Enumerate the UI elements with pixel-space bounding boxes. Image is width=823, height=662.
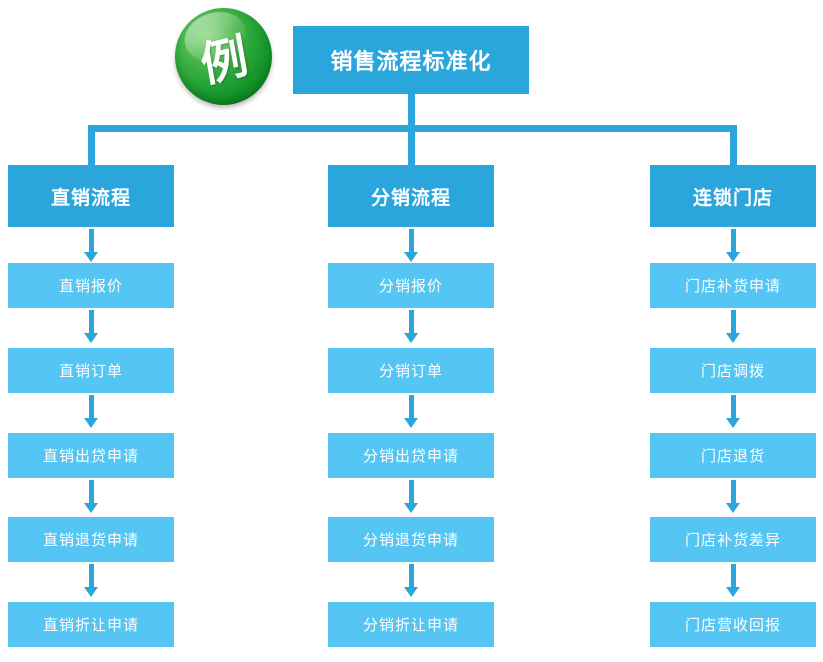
column-distribution: 分销流程 分销报价 分销订单 分销出贷申请 分销退货申请 分销折让申请 — [328, 0, 494, 662]
down-arrow-icon — [726, 310, 740, 343]
connector-right-vertical — [730, 125, 737, 165]
node-label: 门店营收回报 — [684, 617, 781, 634]
node-store-replenishment-variance: 门店补货差异 — [650, 517, 816, 562]
node-direct-sales-shipment-request: 直销出贷申请 — [8, 433, 174, 478]
node-label: 分销退货申请 — [362, 532, 459, 549]
root-node-sales-process: 销售流程标准化 — [293, 26, 529, 94]
node-store-replenishment-request: 门店补货申请 — [650, 263, 816, 308]
node-chain-stores-header: 连锁门店 — [650, 165, 816, 227]
node-distribution-shipment-request: 分销出贷申请 — [328, 433, 494, 478]
node-direct-sales-discount-request: 直销折让申请 — [8, 602, 174, 647]
down-arrow-icon — [404, 229, 418, 262]
column-chain-stores: 连锁门店 门店补货申请 门店调拨 门店退货 门店补货差异 门店营收回报 — [650, 0, 816, 662]
down-arrow-icon — [84, 480, 98, 513]
down-arrow-icon — [726, 564, 740, 597]
down-arrow-icon — [404, 310, 418, 343]
example-badge-label: 例 — [196, 28, 252, 93]
down-arrow-icon — [404, 564, 418, 597]
node-distribution-order: 分销订单 — [328, 348, 494, 393]
down-arrow-icon — [84, 229, 98, 262]
column-direct-sales: 直销流程 直销报价 直销订单 直销出贷申请 直销退货申请 直销折让申请 — [8, 0, 174, 662]
node-label: 直销订单 — [58, 363, 123, 380]
down-arrow-icon — [404, 480, 418, 513]
node-direct-sales-header: 直销流程 — [8, 165, 174, 227]
node-label: 门店退货 — [700, 448, 765, 465]
node-label: 直销折让申请 — [42, 617, 139, 634]
node-label: 门店补货差异 — [684, 532, 781, 549]
down-arrow-icon — [404, 395, 418, 428]
node-distribution-discount-request: 分销折让申请 — [328, 602, 494, 647]
node-label: 门店调拨 — [700, 363, 765, 380]
node-label: 直销退货申请 — [42, 532, 139, 549]
down-arrow-icon — [726, 480, 740, 513]
node-distribution-header: 分销流程 — [328, 165, 494, 227]
down-arrow-icon — [726, 395, 740, 428]
down-arrow-icon — [84, 564, 98, 597]
node-store-revenue-report: 门店营收回报 — [650, 602, 816, 647]
node-label: 分销订单 — [378, 363, 443, 380]
node-label: 直销报价 — [58, 278, 123, 295]
root-node-label: 销售流程标准化 — [330, 49, 492, 74]
node-store-return: 门店退货 — [650, 433, 816, 478]
down-arrow-icon — [84, 310, 98, 343]
node-label: 门店补货申请 — [684, 278, 781, 295]
node-direct-sales-return-request: 直销退货申请 — [8, 517, 174, 562]
node-label: 连锁门店 — [692, 187, 773, 209]
node-store-transfer: 门店调拨 — [650, 348, 816, 393]
down-arrow-icon — [84, 395, 98, 428]
node-distribution-quote: 分销报价 — [328, 263, 494, 308]
node-label: 分销出贷申请 — [362, 448, 459, 465]
node-label: 直销出贷申请 — [42, 448, 139, 465]
node-distribution-return-request: 分销退货申请 — [328, 517, 494, 562]
node-label: 分销折让申请 — [362, 617, 459, 634]
example-badge-icon: 例 — [175, 8, 272, 105]
connector-horizontal — [88, 125, 737, 132]
node-direct-sales-order: 直销订单 — [8, 348, 174, 393]
node-label: 分销报价 — [378, 278, 443, 295]
node-label: 分销流程 — [370, 187, 451, 209]
down-arrow-icon — [726, 229, 740, 262]
node-direct-sales-quote: 直销报价 — [8, 263, 174, 308]
node-label: 直销流程 — [50, 187, 131, 209]
connector-left-vertical — [88, 125, 95, 165]
